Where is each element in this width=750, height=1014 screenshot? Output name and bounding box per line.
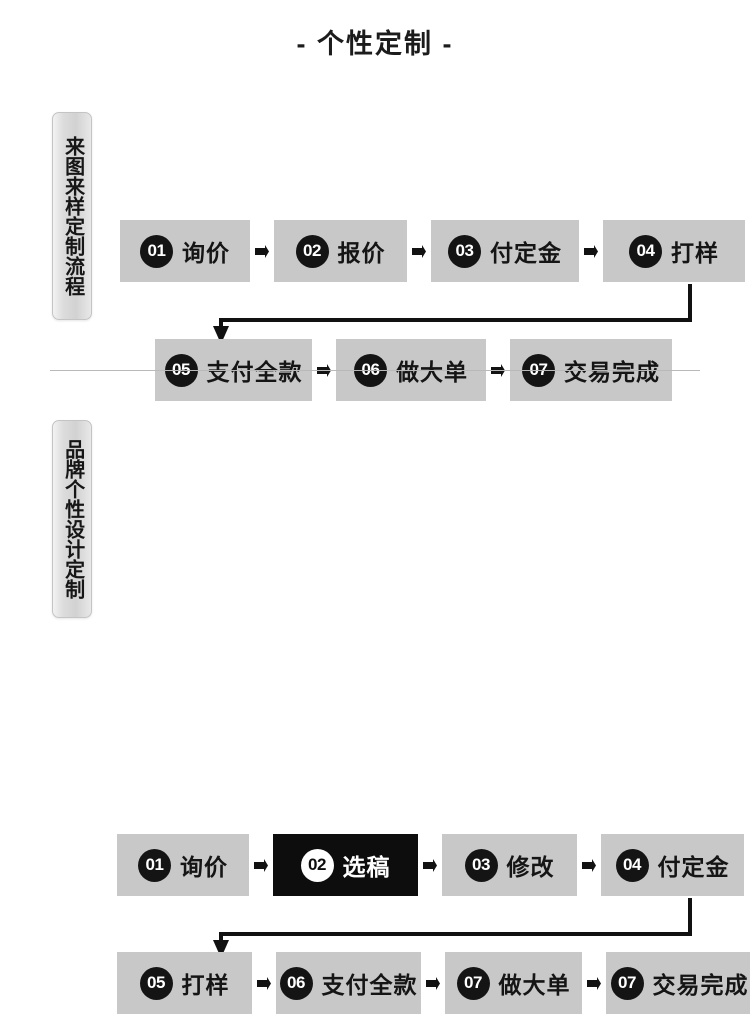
side-label-text: 来图来样定制流程	[61, 136, 84, 296]
step-separator-arrow-icon	[407, 244, 431, 259]
step-separator-arrow-icon	[421, 976, 445, 991]
step-label: 做大单	[498, 972, 571, 998]
section-side-label: 来图来样定制流程	[52, 112, 92, 320]
step-box[interactable]: 04 付定金	[601, 834, 744, 896]
step-number-badge: 02	[295, 234, 329, 268]
step-separator-arrow-icon	[582, 976, 606, 991]
step-box[interactable]: 02 报价	[274, 220, 407, 282]
step-label: 打样	[671, 240, 719, 266]
step-number-badge: 03	[448, 234, 481, 268]
step-box[interactable]: 01 询价	[117, 834, 249, 896]
step-row: 05 打样 06 支付全款 07 做大单 07 交易完成	[117, 952, 750, 1014]
step-box[interactable]: 05 打样	[117, 952, 252, 1014]
step-number-badge: 04	[615, 848, 649, 882]
step-number-badge: 02	[300, 848, 334, 882]
step-box[interactable]: 06 支付全款	[276, 952, 421, 1014]
step-number-badge: 07	[456, 966, 490, 1000]
step-label: 支付全款	[321, 972, 418, 998]
step-number-badge: 05	[139, 966, 173, 1000]
step-row: 01 询价 02 选稿 03 修改 04 付定金	[117, 834, 744, 896]
step-label: 交易完成	[652, 972, 749, 998]
step-label: 询价	[182, 240, 230, 266]
step-box[interactable]: 07 做大单	[445, 952, 582, 1014]
step-row: 01 询价 02 报价 03 付定金 04 打样	[120, 220, 745, 282]
step-label: 支付全款	[206, 359, 303, 385]
step-separator-arrow-icon	[250, 244, 274, 259]
step-number-badge: 03	[464, 848, 498, 882]
step-label: 报价	[337, 240, 386, 266]
step-label: 付定金	[657, 854, 730, 880]
step-number-badge: 04	[629, 234, 662, 268]
step-box[interactable]: 02 选稿	[273, 834, 418, 896]
step-box[interactable]: 01 询价	[120, 220, 250, 282]
step-box[interactable]: 03 付定金	[431, 220, 579, 282]
step-separator-arrow-icon	[418, 858, 442, 873]
step-label: 修改	[506, 854, 555, 880]
step-number-badge: 07	[610, 966, 644, 1000]
step-separator-arrow-icon	[579, 244, 603, 259]
step-separator-arrow-icon	[577, 858, 601, 873]
step-label: 交易完成	[564, 359, 660, 385]
section-side-label: 品牌个性设计定制	[52, 420, 92, 618]
side-label-text: 品牌个性设计定制	[61, 439, 84, 599]
step-box[interactable]: 07 交易完成	[606, 952, 750, 1014]
step-box[interactable]: 04 打样	[603, 220, 745, 282]
step-separator-arrow-icon	[252, 976, 276, 991]
step-number-badge: 01	[138, 848, 171, 882]
step-label: 打样	[181, 972, 230, 998]
step-label: 做大单	[396, 359, 468, 385]
step-box[interactable]: 03 修改	[442, 834, 577, 896]
flow-section-brand-design-custom: 品牌个性设计定制 01 询价 02 选稿 03 修改 04 付定金 05 打样 06 支付全款 07 做…	[0, 408, 750, 1014]
step-number-badge: 01	[140, 234, 173, 268]
step-label: 选稿	[342, 854, 391, 880]
section-divider	[50, 370, 700, 371]
page-title: - 个性定制 -	[296, 29, 454, 59]
step-label: 付定金	[490, 240, 562, 266]
step-number-badge: 06	[279, 966, 313, 1000]
step-separator-arrow-icon	[249, 858, 273, 873]
step-label: 询价	[180, 854, 228, 880]
